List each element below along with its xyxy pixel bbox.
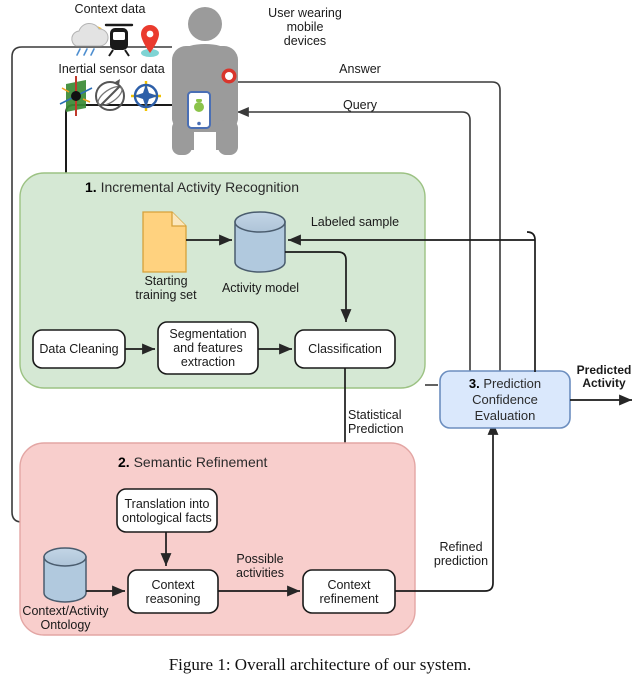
group3-number: 3.: [468, 375, 480, 391]
activity-model-cylinder-icon: [234, 211, 286, 273]
predicted-activity-output-label: Predicted Activity: [576, 363, 632, 390]
query-flow-label: Query: [342, 98, 378, 112]
group2-title: 2. Semantic Refinement: [118, 454, 267, 470]
labeled-sample-flow-label: Labeled sample: [310, 215, 400, 229]
connector-activity-model-to-classification: [285, 251, 352, 323]
pce-line1: 3. Prediction: [469, 376, 541, 392]
group1-title: 1. Incremental Activity Recognition: [85, 179, 299, 195]
box-translation-label: Translation into ontological facts: [122, 496, 212, 525]
context-data-label: Context data: [74, 2, 146, 16]
box-translation-into-ontological-facts[interactable]: [116, 488, 218, 533]
figure-caption: Figure 1: Overall architecture of our sy…: [168, 655, 472, 674]
box-data-cleaning-label: Data Cleaning: [39, 342, 119, 356]
refined-prediction-flow-label: Refined prediction: [433, 540, 489, 568]
group1-number: 1.: [85, 179, 97, 195]
starting-training-set-document-icon: [142, 211, 187, 273]
group2-title-text: Semantic Refinement: [133, 454, 268, 470]
connector-refined-prediction: [395, 421, 499, 592]
connector-context-data-to-translation: [11, 46, 172, 527]
connector-query-from-user: [237, 107, 471, 372]
box-context-refinement-label: Context refinement: [319, 577, 379, 606]
group2-number: 2.: [118, 454, 130, 470]
smartwatch-icon: [221, 68, 237, 84]
group3-line1: Prediction: [483, 375, 542, 391]
context-activity-ontology-cylinder-icon: [43, 547, 87, 603]
box-segmentation-and-features-extraction[interactable]: [157, 321, 259, 375]
user-wearing-mobile-devices-label: User wearing mobile devices: [268, 6, 342, 48]
connector-labeled-sample-corner: [526, 231, 536, 241]
magnetometer-icon: [131, 81, 161, 111]
spacer3: [425, 378, 432, 385]
train-icon: [104, 23, 134, 57]
context-activity-ontology-label: Context/Activity Ontology: [22, 604, 109, 632]
weather-icon: [71, 23, 109, 56]
starting-training-set-label: Starting training set: [135, 274, 197, 302]
box-classification-label: Classification: [308, 342, 382, 356]
activity-model-label: Activity model: [221, 281, 300, 295]
group3-line3: Evaluation: [474, 407, 536, 423]
group1-title-text: Incremental Activity Recognition: [100, 179, 300, 195]
statistical-prediction-flow-label: Statistical Prediction: [348, 408, 404, 436]
box-pce-label-group: 3. Prediction Confidence Evaluation: [440, 371, 570, 428]
inertial-sensor-data-label: Inertial sensor data: [58, 62, 165, 76]
accelerometer-icon: [59, 76, 93, 116]
box-segmentation-label: Segmentation and features extraction: [169, 327, 247, 369]
location-pin-icon: [141, 25, 159, 57]
box-context-reasoning-label: Context reasoning: [145, 577, 201, 606]
group3-line2: Confidence: [472, 391, 538, 407]
possible-activities-flow-label: Possible activities: [236, 552, 284, 580]
smartphone-icon: [187, 91, 211, 129]
answer-flow-label: Answer: [339, 62, 381, 76]
gyroscope-icon: [95, 79, 125, 111]
connector-answer-to-user: [233, 81, 501, 372]
